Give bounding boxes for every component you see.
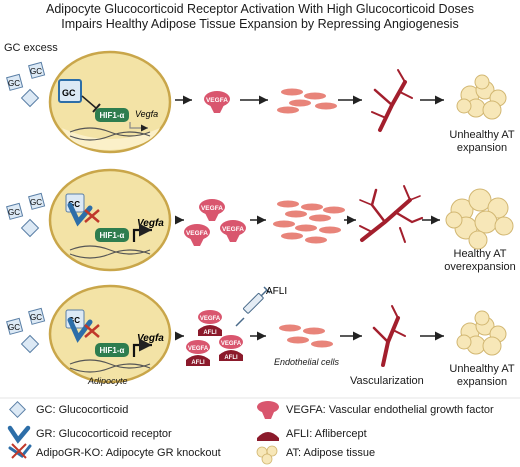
svg-text:Vegfa: Vegfa	[137, 218, 164, 229]
svg-text:GC: GC	[30, 313, 42, 322]
legend-afli: AFLI: Aflibercept	[286, 428, 367, 440]
vegfa-protein: VEGFA	[220, 220, 246, 242]
row-1: GC GC GC HIF1-α Vegfa VEGFA	[6, 50, 507, 154]
blood-vessel	[372, 305, 406, 367]
row-2: GC GC GC HIF1-α Vegfa VEGFA VEGFA	[6, 168, 514, 272]
endothelial-cells	[273, 200, 345, 244]
title-line-1: Adipocyte Glucocorticoid Receptor Activa…	[46, 2, 474, 16]
gc-icon: GC	[6, 73, 24, 91]
adipocyte-cell	[48, 50, 172, 154]
blood-vessel	[359, 185, 424, 243]
vegfa-afli-complex: VEGFA AFLI	[219, 335, 243, 361]
row-3: GC GC GC HIF1-α Vegfa VEGFA AFLI VEGF	[6, 284, 507, 384]
adipose-tissue-cluster	[445, 188, 514, 250]
gc-icon: GC	[6, 317, 24, 335]
svg-text:Vegfa: Vegfa	[137, 333, 164, 344]
legend-afli-icon	[257, 432, 279, 441]
hif1a-box	[95, 228, 129, 242]
knockout-x	[84, 209, 100, 223]
adipose-tissue-cluster	[456, 310, 507, 356]
gc-icon	[20, 218, 40, 238]
endothelial-cells	[279, 324, 333, 348]
svg-text:GC: GC	[62, 88, 76, 98]
adipose-tissue-cluster	[456, 74, 507, 120]
legend-gc-icon	[9, 401, 26, 418]
svg-text:GC: GC	[8, 208, 20, 217]
svg-text:VEGFA: VEGFA	[200, 316, 221, 322]
vascularization-label: Vascularization	[350, 375, 424, 387]
gc-icon	[20, 88, 40, 108]
legend-gr-icon	[7, 425, 31, 444]
vegfa-protein: VEGFA	[184, 224, 210, 246]
svg-text:GC: GC	[68, 200, 80, 209]
gc-icon: GC	[28, 307, 46, 325]
svg-text:Vegfa: Vegfa	[135, 109, 158, 119]
adipocyte-label: Adipocyte	[88, 376, 128, 386]
svg-text:VEGFA: VEGFA	[188, 346, 209, 352]
svg-text:VEGFA: VEGFA	[222, 226, 244, 233]
svg-text:AFLI: AFLI	[224, 355, 238, 361]
svg-text:GC: GC	[8, 79, 20, 88]
svg-text:VEGFA: VEGFA	[206, 97, 228, 104]
legend-vegfa-icon	[257, 401, 279, 419]
endothelial-label: Endothelial cells	[274, 357, 340, 367]
blood-vessel	[371, 69, 413, 132]
legend-gc: GC: Glucocorticoid	[36, 404, 129, 416]
endothelial-cells	[277, 88, 337, 114]
svg-text:HIF1-α: HIF1-α	[100, 111, 125, 120]
title-line-2: Impairs Healthy Adipose Tissue Expansion…	[61, 17, 459, 31]
gc-excess-label: GC excess	[4, 42, 58, 54]
legend-gr: GR: Glucocorticoid receptor	[36, 428, 172, 440]
svg-text:VEGFA: VEGFA	[221, 341, 242, 347]
gc-icon: GC	[28, 192, 46, 210]
svg-text:GC: GC	[30, 67, 42, 76]
legend-ko-icon	[11, 443, 27, 459]
svg-text:GC: GC	[8, 323, 20, 332]
gr-gc-complex	[58, 79, 82, 103]
gc-icon: GC	[6, 202, 24, 220]
gr-receptor	[67, 202, 93, 227]
svg-text:HIF1-α: HIF1-α	[100, 231, 125, 240]
svg-text:VEGFA: VEGFA	[186, 230, 208, 237]
vegfa-protein: VEGFA	[204, 91, 230, 113]
syringe-icon	[235, 286, 271, 327]
svg-text:GC: GC	[68, 316, 80, 325]
legend-vegfa: VEGFA: Vascular endothelial growth facto…	[286, 404, 494, 416]
hif1a-box	[95, 343, 129, 357]
gc-icon	[20, 334, 40, 354]
afli-syringe-label: AFLI	[266, 286, 287, 297]
svg-text:GC: GC	[30, 198, 42, 207]
legend-ko: AdipoGR-KO: Adipocyte GR knockout	[36, 447, 221, 459]
legend-at: AT: Adipose tissue	[286, 447, 376, 459]
hif1a-box	[95, 108, 129, 122]
svg-text:HIF1-α: HIF1-α	[100, 346, 125, 355]
svg-text:AFLI: AFLI	[203, 330, 217, 336]
svg-text:AFLI: AFLI	[191, 360, 205, 366]
knockout-x	[84, 324, 100, 338]
vegfa-afli-complex: VEGFA AFLI	[198, 310, 222, 336]
svg-text:VEGFA: VEGFA	[201, 205, 223, 212]
vegfa-afli-complex: VEGFA AFLI	[186, 340, 210, 366]
gc-icon: GC	[28, 61, 46, 79]
vegfa-protein: VEGFA	[199, 199, 225, 221]
legend-at-icon	[256, 445, 278, 465]
